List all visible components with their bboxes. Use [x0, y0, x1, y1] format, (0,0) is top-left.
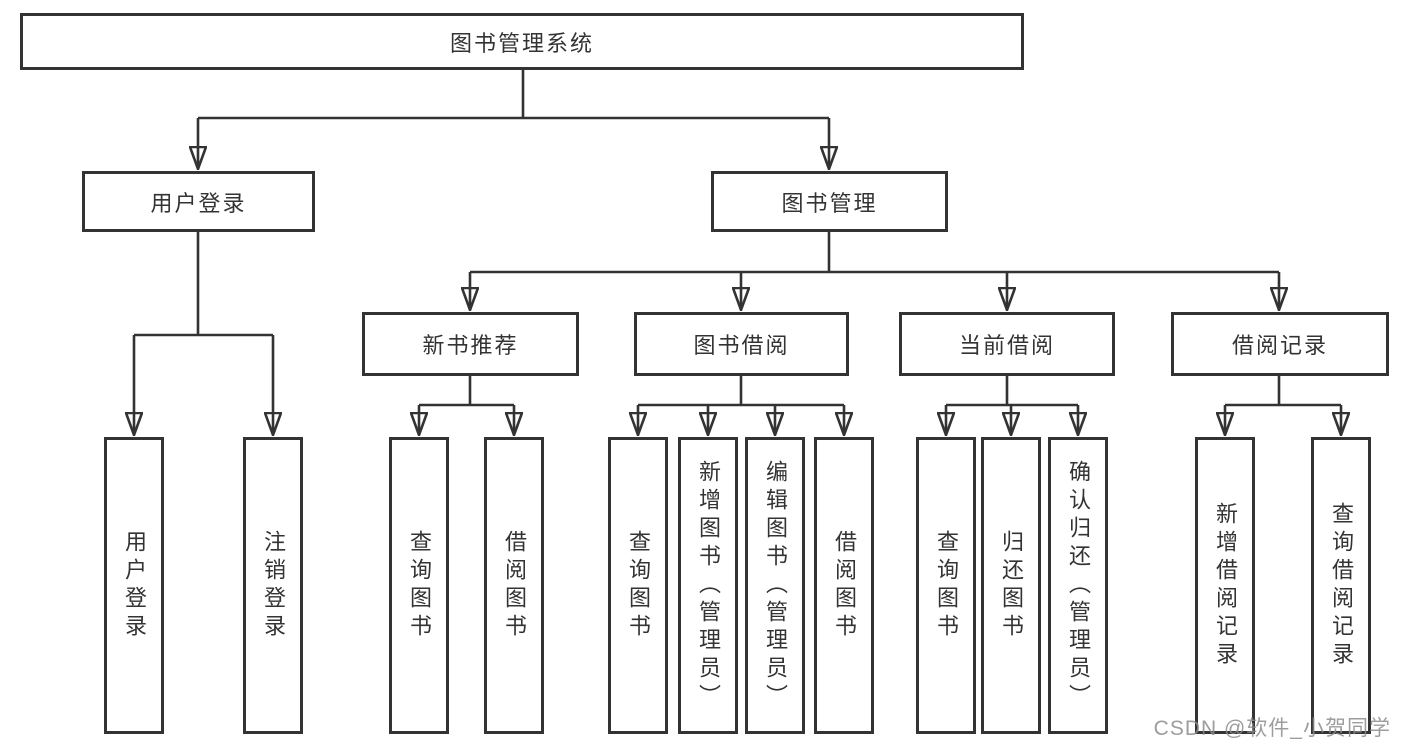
leaf-edit-book-admin-label: 编辑图书（管理员）	[763, 459, 788, 712]
leaf-query-book-current: 查询图书	[916, 437, 976, 734]
node-book-management: 图书管理	[711, 171, 948, 232]
leaf-query-book-recommend-label: 查询图书	[407, 529, 432, 642]
leaf-confirm-return-admin: 确认归还（管理员）	[1048, 437, 1108, 734]
leaf-query-book-current-label: 查询图书	[934, 529, 959, 642]
node-book-management-label: 图书管理	[781, 190, 878, 216]
leaf-return-book: 归还图书	[981, 437, 1041, 734]
leaf-edit-book-admin: 编辑图书（管理员）	[745, 437, 805, 734]
leaf-borrow-book: 借阅图书	[814, 437, 874, 734]
leaf-add-borrow-record-label: 新增借阅记录	[1213, 501, 1238, 670]
leaf-return-book-label: 归还图书	[999, 529, 1024, 642]
node-new-book-recommend-label: 新书推荐	[422, 333, 519, 358]
node-current-borrow: 当前借阅	[899, 312, 1115, 376]
leaf-borrow-book-recommend: 借阅图书	[484, 437, 544, 734]
leaf-query-borrow-record: 查询借阅记录	[1311, 437, 1371, 734]
node-borrow-record-label: 借阅记录	[1231, 333, 1328, 358]
node-book-borrow-label: 图书借阅	[693, 333, 790, 358]
leaf-borrow-book-recommend-label: 借阅图书	[502, 529, 527, 642]
leaf-user-login: 用户登录	[104, 437, 164, 734]
leaf-user-login-label: 用户登录	[122, 529, 147, 642]
csdn-watermark: CSDN @软件_小贺同学	[1153, 717, 1391, 740]
leaf-query-borrow-record-label: 查询借阅记录	[1329, 501, 1354, 670]
leaf-query-book-borrow: 查询图书	[608, 437, 668, 734]
leaf-add-borrow-record: 新增借阅记录	[1195, 437, 1255, 734]
leaf-query-book-recommend: 查询图书	[389, 437, 449, 734]
leaf-logout: 注销登录	[243, 437, 303, 734]
node-borrow-record: 借阅记录	[1171, 312, 1389, 376]
leaf-add-book-admin-label: 新增图书（管理员）	[696, 459, 721, 712]
node-current-borrow-label: 当前借阅	[958, 333, 1055, 358]
node-book-borrow: 图书借阅	[634, 312, 849, 376]
leaf-add-book-admin: 新增图书（管理员）	[678, 437, 738, 734]
node-system-root-label: 图书管理系统	[449, 30, 594, 56]
leaf-confirm-return-admin-label: 确认归还（管理员）	[1066, 459, 1091, 712]
node-system-root: 图书管理系统	[20, 13, 1024, 70]
connector-arrows	[134, 118, 1341, 435]
node-user-login: 用户登录	[82, 171, 315, 232]
leaf-borrow-book-label: 借阅图书	[832, 529, 857, 642]
node-new-book-recommend: 新书推荐	[362, 312, 579, 376]
leaf-query-book-borrow-label: 查询图书	[626, 529, 651, 642]
node-user-login-label: 用户登录	[150, 190, 247, 216]
leaf-logout-label: 注销登录	[261, 529, 286, 642]
connector-buses	[134, 70, 1341, 407]
